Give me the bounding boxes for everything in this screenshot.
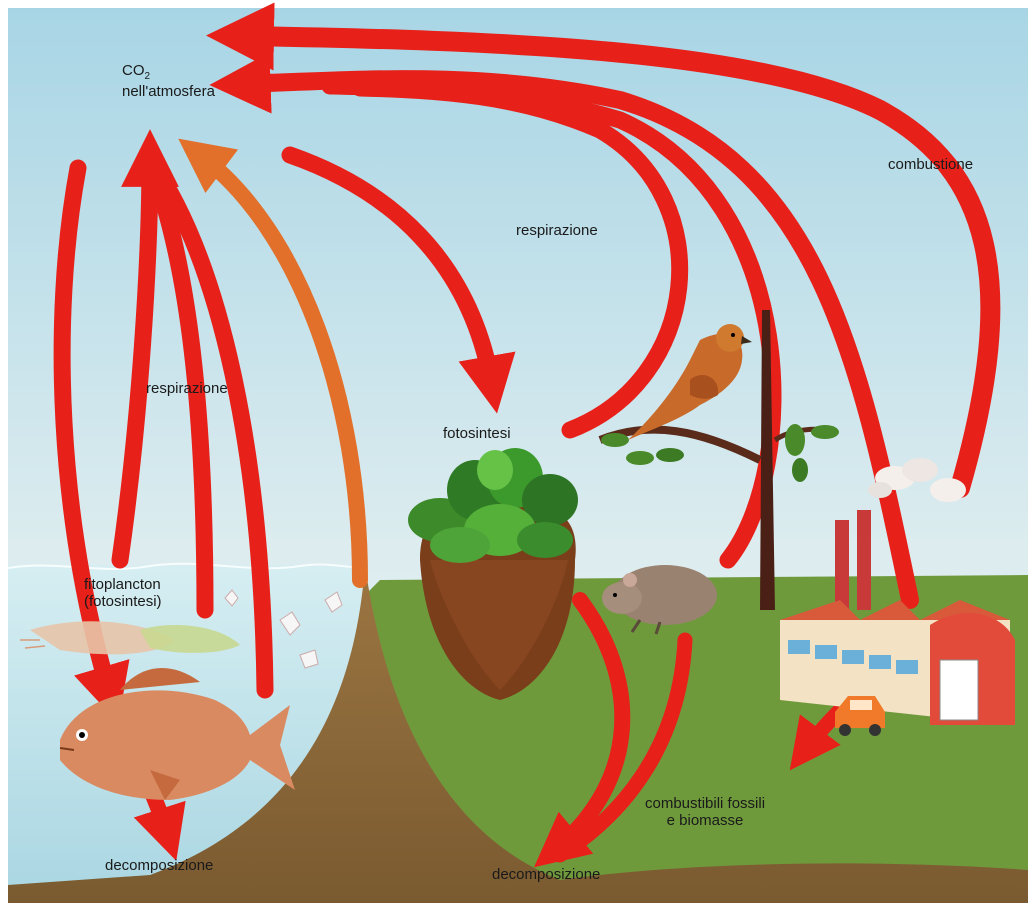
- fitoplancton-subtitle: (fotosintesi): [84, 593, 162, 610]
- co2-text: CO: [122, 62, 145, 79]
- combustibili-label: combustibili fossili e biomasse: [645, 795, 765, 830]
- respirazione-left-label: respirazione: [146, 380, 228, 397]
- co2-location: nell'atmosfera: [122, 83, 215, 100]
- co2-subscript: 2: [145, 71, 151, 82]
- fotosintesi-label: fotosintesi: [443, 425, 511, 442]
- fitoplancton-title: fitoplancton: [84, 576, 162, 593]
- combustibili-line1: combustibili fossili: [645, 795, 765, 812]
- fitoplancton-label: fitoplancton (fotosintesi): [84, 576, 162, 611]
- co2-label: CO2 nell'atmosfera: [122, 62, 215, 100]
- combustibili-line2: e biomasse: [645, 812, 765, 829]
- combustione-label: combustione: [888, 156, 973, 173]
- respirazione-top-label: respirazione: [516, 222, 598, 239]
- decomposizione-right-label: decomposizione: [492, 866, 600, 883]
- decomposizione-left-label: decomposizione: [105, 857, 213, 874]
